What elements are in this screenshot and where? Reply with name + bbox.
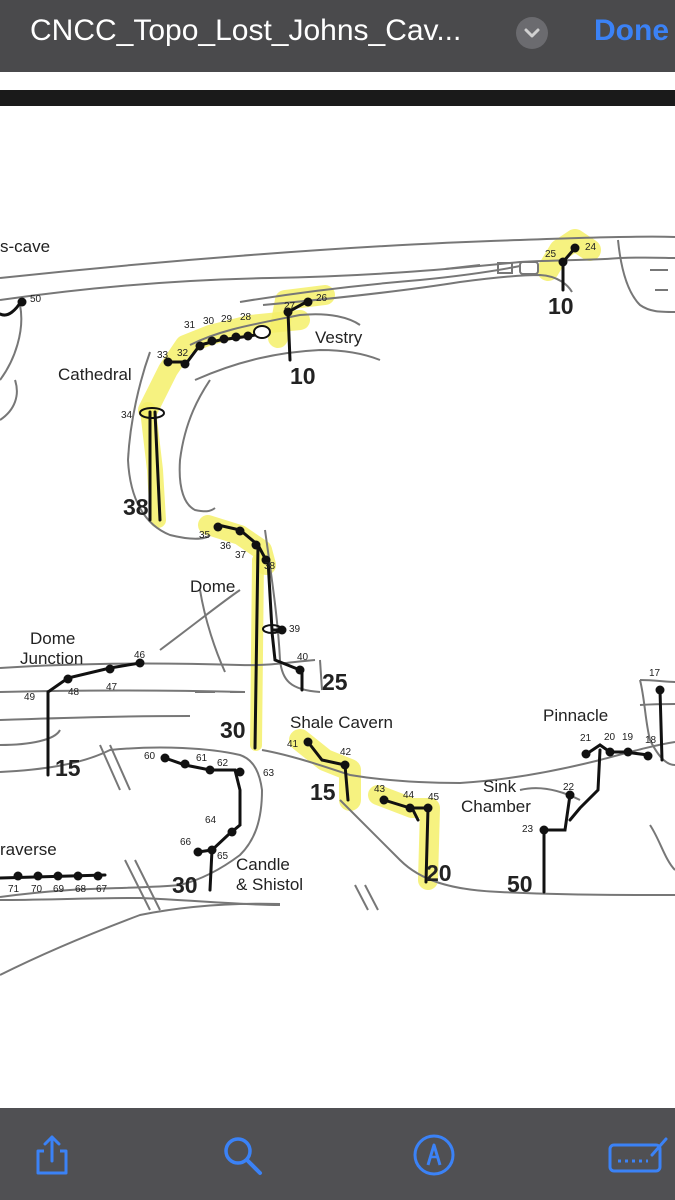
- station-29: 29: [221, 314, 233, 325]
- markup-icon[interactable]: [412, 1133, 456, 1177]
- station-36: 36: [220, 541, 232, 552]
- station-60: 60: [144, 751, 156, 762]
- station-28: 28: [240, 312, 252, 323]
- station-32: 32: [177, 348, 189, 359]
- depth-15-left: 15: [55, 755, 81, 781]
- label-cave: s-cave: [0, 237, 50, 256]
- station-62: 62: [217, 758, 229, 769]
- top-bar: CNCC_Topo_Lost_Johns_Cav... Done: [0, 0, 675, 72]
- depth-25: 25: [322, 669, 348, 695]
- station-20: 20: [604, 732, 616, 743]
- label-cathedral: Cathedral: [58, 365, 132, 384]
- search-icon[interactable]: [220, 1133, 264, 1177]
- chevron-down-icon[interactable]: [516, 17, 548, 49]
- station-50: 50: [30, 294, 42, 305]
- depth-15-shale: 15: [310, 779, 336, 805]
- document-title[interactable]: CNCC_Topo_Lost_Johns_Cav...: [30, 14, 462, 47]
- depth-50: 50: [507, 871, 533, 897]
- label-dome: Dome: [190, 577, 235, 596]
- station-43: 43: [374, 784, 386, 795]
- station-27: 27: [284, 301, 296, 312]
- depth-10-right: 10: [548, 293, 574, 319]
- station-22: 22: [563, 782, 575, 793]
- share-icon[interactable]: [30, 1133, 74, 1177]
- station-23: 23: [522, 824, 534, 835]
- station-dots: [13, 243, 665, 881]
- depth-10-vestry: 10: [290, 363, 316, 389]
- station-30: 30: [203, 316, 215, 327]
- station-17: 17: [649, 668, 661, 679]
- station-65: 65: [217, 851, 229, 862]
- station-21: 21: [580, 733, 592, 744]
- station-70: 70: [31, 884, 43, 895]
- highlights: [138, 229, 601, 890]
- depth-20: 20: [426, 860, 452, 886]
- station-63: 63: [263, 768, 275, 779]
- done-button[interactable]: Done: [594, 14, 669, 47]
- label-traverse: raverse: [0, 840, 57, 859]
- station-42: 42: [340, 747, 352, 758]
- station-18: 18: [645, 735, 657, 746]
- station-35: 35: [199, 530, 211, 541]
- cave-topo-map: s-cave Vestry Cathedral Dome Dome Juncti…: [0, 229, 675, 976]
- passage-walls: [0, 235, 675, 976]
- station-71: 71: [8, 884, 20, 895]
- station-26: 26: [316, 293, 328, 304]
- bottom-toolbar: [0, 1108, 675, 1200]
- station-19: 19: [622, 732, 634, 743]
- station-34: 34: [121, 410, 133, 421]
- depth-38: 38: [123, 494, 149, 520]
- station-45: 45: [428, 792, 440, 803]
- station-39: 39: [289, 624, 301, 635]
- passage-details: [99, 261, 668, 911]
- station-24: 24: [585, 242, 597, 253]
- signature-icon[interactable]: [608, 1133, 668, 1177]
- station-69: 69: [53, 884, 65, 895]
- label-dome-junction-1: Dome: [30, 629, 75, 648]
- label-pinnacle: Pinnacle: [543, 706, 608, 725]
- label-candle-2: & Shistol: [236, 875, 303, 894]
- label-candle-1: Candle: [236, 855, 290, 874]
- station-68: 68: [75, 884, 87, 895]
- page-edge: [0, 90, 675, 106]
- station-49: 49: [24, 692, 36, 703]
- station-31: 31: [184, 320, 196, 331]
- station-33: 33: [157, 350, 169, 361]
- survey-lines: [0, 246, 664, 894]
- label-dome-junction-2: Junction: [20, 649, 83, 668]
- station-66: 66: [180, 837, 192, 848]
- station-25: 25: [545, 249, 557, 260]
- label-sink-2: Chamber: [461, 797, 531, 816]
- station-40: 40: [297, 652, 309, 663]
- station-44: 44: [403, 790, 415, 801]
- station-64: 64: [205, 815, 217, 826]
- label-shale-cavern: Shale Cavern: [290, 713, 393, 732]
- station-46: 46: [134, 650, 146, 661]
- station-61: 61: [196, 753, 208, 764]
- station-48: 48: [68, 687, 80, 698]
- station-67: 67: [96, 884, 108, 895]
- label-vestry: Vestry: [315, 328, 363, 347]
- label-sink-1: Sink: [483, 777, 517, 796]
- station-47: 47: [106, 682, 118, 693]
- depth-30-candle: 30: [172, 872, 198, 898]
- station-38: 38: [264, 561, 276, 572]
- station-37: 37: [235, 550, 247, 561]
- station-41: 41: [287, 739, 299, 750]
- depth-30: 30: [220, 717, 246, 743]
